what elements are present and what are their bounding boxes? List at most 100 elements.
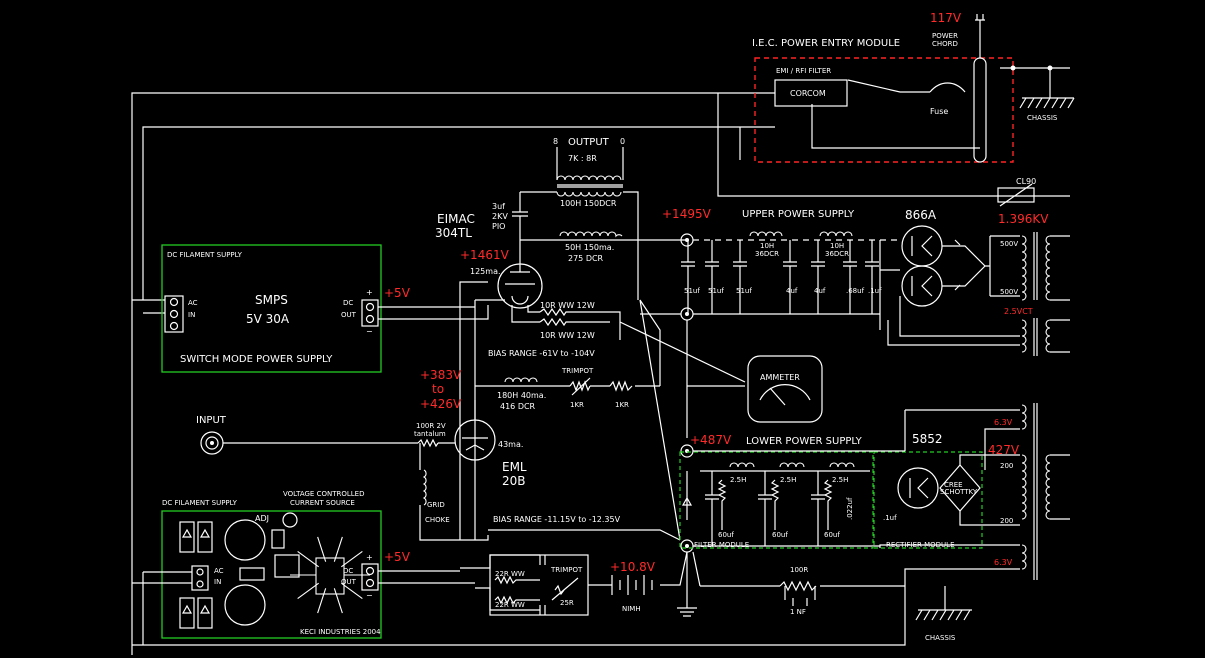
trimpot-25r-1: TRIMPOT xyxy=(550,566,583,574)
cree-label-2: SCHOTTKY xyxy=(940,488,978,496)
ccs-vccs-2: CURRENT SOURCE xyxy=(290,499,355,507)
choke-50h-label-2: 275 DCR xyxy=(568,254,604,263)
choke-50h-label-1: 50H 150ma. xyxy=(565,243,614,252)
chassis-ground-bottom: CHASSIS xyxy=(915,586,972,642)
upper-power-supply: UPPER POWER SUPPLY 10H 36DCR 10H 36DCR 5… xyxy=(681,209,900,330)
center-bus: +1495V +487V xyxy=(639,207,880,617)
upper-cap-label-6: .68uf xyxy=(846,287,865,295)
ccs-vccs-1: VOLTAGE CONTROLLED xyxy=(283,490,364,498)
upper-cap-label-7: .1uf xyxy=(868,287,882,295)
output-label: OUTPUT xyxy=(568,137,610,148)
filter-module-label: FILTER MODULE xyxy=(694,541,749,549)
lower-cap-5: .1uf xyxy=(883,514,897,522)
v1396-label: 1.396KV xyxy=(998,212,1049,226)
v1495-label: +1495V xyxy=(662,207,712,221)
upper-choke-a-1: 10H xyxy=(760,242,774,250)
ground-lift-network: 100R 1 NF xyxy=(700,566,905,616)
lower-power-supply: LOWER POWER SUPPLY 2.5H 2.5H 2.5H 60uf 6… xyxy=(679,436,983,549)
lower-choke-3: 2.5H xyxy=(832,476,848,484)
trimpot-25r-2: 25R xyxy=(560,599,574,607)
upper-cap-label-5: 4uf xyxy=(814,287,826,295)
ccs-title: DC FILAMENT SUPPLY xyxy=(162,499,238,507)
iec-power-entry-module: I.E.C. POWER ENTRY MODULE EMI / RFI FILT… xyxy=(752,11,1075,163)
v427-label: 427V xyxy=(988,443,1020,457)
lower-cap-4: .022uf xyxy=(846,497,854,520)
corcom-filter xyxy=(774,79,848,107)
coupling-cap-3uf: 3uf 2KV PIO xyxy=(492,192,528,250)
chord-label-2: CHORD xyxy=(932,40,958,48)
eml-label-2: 20B xyxy=(502,474,526,488)
bias-range-bottom: BIAS RANGE -11.15V to -12.35V xyxy=(493,515,621,524)
rectifier-866a: 866A 1.396KV 500V 500V 2.5VCT xyxy=(887,208,1070,356)
smps-dc: DC xyxy=(343,299,353,307)
tube-5852-label: 5852 xyxy=(912,432,943,446)
res-100r-1: 100R 2V xyxy=(416,422,446,430)
filament-resistors-10r: 10R WW 12W 10R WW 12W xyxy=(459,281,746,540)
iec-title: I.E.C. POWER ENTRY MODULE xyxy=(752,38,900,49)
output-impedance: 7K : 8R xyxy=(568,154,597,163)
ma43-label: 43ma. xyxy=(498,440,523,449)
sec-upper-2: 500V xyxy=(1000,288,1018,296)
lower-choke-1: 2.5H xyxy=(730,476,746,484)
upper-cap-label-2: 51uf xyxy=(708,287,724,295)
smps-name: SMPS xyxy=(255,293,288,307)
smps-minus: − xyxy=(366,327,373,336)
ammeter-label: AMMETER xyxy=(760,373,800,382)
upper-ps-title: UPPER POWER SUPPLY xyxy=(742,209,855,220)
v63-label-1: 6.3V xyxy=(994,418,1013,427)
res-10r-label-1: 10R WW 12W xyxy=(540,301,595,310)
v63-label-2: 6.3V xyxy=(994,558,1013,567)
input-label: INPUT xyxy=(196,415,227,426)
v25ct-label: 2.5VCT xyxy=(1004,307,1033,316)
res-10r-label-2: 10R WW 12W xyxy=(540,331,595,340)
res-22r-2: 22R WW xyxy=(495,601,525,609)
lower-cap-2: 60uf xyxy=(772,531,788,539)
cathode-bias-network: 22R WW 22R WW TRIMPOT 25R +10.8V NIMH xyxy=(460,551,688,616)
chassis-ground-top xyxy=(1019,97,1075,109)
v383-to: to xyxy=(432,382,444,396)
cree-label-1: CREE xyxy=(944,481,963,489)
smps-out: OUT xyxy=(341,311,357,319)
rectifier-5852: 5852 CREE SCHOTTKY 427V 200 200 6.3V 6.3… xyxy=(132,403,1070,646)
lower-ps-title: LOWER POWER SUPPLY xyxy=(746,436,863,447)
ccs-adj: ADJ xyxy=(255,514,269,523)
r100-label: 100R xyxy=(790,566,808,574)
eml-label-1: EML xyxy=(502,460,527,474)
smps-footer: SWITCH MODE POWER SUPPLY xyxy=(180,354,333,365)
bias-choke-label-2: 416 DCR xyxy=(500,402,536,411)
cap-3uf-3: PIO xyxy=(492,222,505,231)
chord-label-1: POWER xyxy=(932,32,958,40)
ccs-in: IN xyxy=(214,578,221,586)
smps-title: DC FILAMENT SUPPLY xyxy=(167,251,243,259)
v5-top-label: +5V xyxy=(384,286,411,300)
output-pin-right: 0 xyxy=(620,137,625,146)
cl90-label: CL90 xyxy=(1016,177,1036,186)
dc-filament-supply-ccs: DC FILAMENT SUPPLY VOLTAGE CONTROLLED CU… xyxy=(161,490,382,639)
chassis-label-bottom: CHASSIS xyxy=(925,634,956,642)
lower-cap-3: 60uf xyxy=(824,531,840,539)
grid-choke-1: GRID xyxy=(427,501,445,509)
dc-filament-supply-smps: DC FILAMENT SUPPLY AC IN SMPS 5V 30A DC … xyxy=(161,244,382,373)
mains-voltage: 117V xyxy=(930,11,962,25)
v487-label: +487V xyxy=(690,433,732,447)
r1kr-label-2: 1KR xyxy=(615,401,629,409)
upper-choke-b-2: 36DCR xyxy=(825,250,849,258)
cap-3uf-1: 3uf xyxy=(492,202,505,211)
tube-866a-label: 866A xyxy=(905,208,937,222)
sec-lower-2: 200 xyxy=(1000,517,1013,525)
plate-choke-50h: 50H 150ma. 275 DCR xyxy=(520,231,687,263)
smps-plus: + xyxy=(366,288,373,297)
bias-choke-label-1: 180H 40ma. xyxy=(497,391,546,400)
trimpot-label-top: TRIMPOT xyxy=(561,367,594,375)
eimac-label-2: 304TL xyxy=(435,226,472,240)
cl90-thermistor: CL90 xyxy=(997,177,1036,207)
nf1-label: 1 NF xyxy=(790,608,806,616)
sec-upper-1: 500V xyxy=(1000,240,1018,248)
v5-bottom-label: +5V xyxy=(384,550,411,564)
res-100r-2: tantalum xyxy=(414,430,446,438)
upper-cap-label-3: 51uf xyxy=(736,287,752,295)
output-transformer: 8 OUTPUT 0 7K : 8R 100H 150DCR xyxy=(520,137,639,300)
upper-choke-a-2: 36DCR xyxy=(755,250,779,258)
r1kr-label-1: 1KR xyxy=(570,401,584,409)
res-22r-1: 22R WW xyxy=(495,570,525,578)
